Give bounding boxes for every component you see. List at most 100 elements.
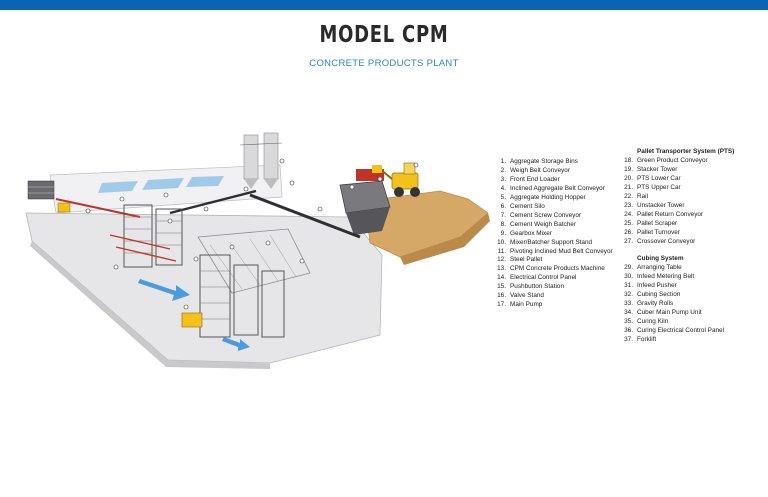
legend-item-number: 20. [620,175,633,184]
legend-item-number: 11. [493,248,506,257]
legend-item-number: 1. [493,158,506,167]
legend-item-label: Pallet Scraper [637,220,677,227]
legend-item-number: 26. [620,229,633,238]
legend-item: 9. Gearbox Mixer [493,230,613,239]
legend-item-number: 13. [493,265,506,274]
legend-item-label: Curing Electrical Control Panel [637,327,724,334]
legend-item: 12.Steel Pallet [493,256,613,265]
legend-item: 17. Main Pump [493,301,613,310]
legend-item: 37.Forklift [620,336,734,345]
legend-item-label: Green Product Conveyor [637,157,708,164]
legend-item: 33. Gravity Rolls [620,300,734,309]
legend-item: 26. Pallet Turnover [620,229,734,238]
legend-item: 36. Curing Electrical Control Panel [620,327,734,336]
legend-item-number: 4. [493,185,506,194]
legend-item-number: 33. [620,300,633,309]
legend-item-label: Pallet Return Conveyor [637,211,703,218]
legend-item-label: Pallet Turnover [637,229,680,236]
legend-item-number: 15. [493,283,506,292]
legend-item-number: 36. [620,327,633,336]
legend-item-label: Cement Silo [510,203,545,210]
legend-systems: Pallet Transporter System (PTS) 18. Green… [620,148,734,345]
legend-item: 15. Pushbutton Station [493,283,613,292]
legend-item-label: Arranging Table [637,264,682,271]
legend-item-number: 6. [493,203,506,212]
legend-item: 1. Aggregate Storage Bins [493,158,613,167]
legend-item: 10. Mixer/Batcher Support Stand [493,239,613,248]
legend-item-label: Electrical Control Panel [510,274,576,281]
pts-heading: Pallet Transporter System (PTS) [620,148,734,157]
legend-item-label: Main Pump [510,301,542,308]
legend-item-number: 8. [493,221,506,230]
legend-item-label: Valve Stand [510,292,544,299]
legend-item-number: 23. [620,202,633,211]
legend-item: 18. Green Product Conveyor [620,157,734,166]
legend-item-number: 37. [620,336,633,345]
legend-item: 11. Pivoting Inclined Mud Belt Conveyor [493,248,613,257]
forklift [58,203,70,212]
skylight [186,176,224,187]
legend-item: 22.Rail [620,193,734,202]
legend-item-number: 17. [493,301,506,310]
legend-item: 32. Cubing Section [620,291,734,300]
legend-item-number: 25. [620,220,633,229]
page-subtitle: CONCRETE PRODUCTS PLANT [0,58,768,69]
legend-item: 25. Pallet Scraper [620,220,734,229]
legend-item-number: 18. [620,157,633,166]
legend-item: 23. Unstacker Tower [620,202,734,211]
legend-item: 35.Curing Kiln [620,318,734,327]
legend-item-label: Gearbox Mixer [510,230,552,237]
legend-item-label: Unstacker Tower [637,202,684,209]
legend-item-number: 30. [620,273,633,282]
legend-item: 29. Arranging Table [620,264,734,273]
legend-item-number: 3. [493,176,506,185]
legend-item: 24. Pallet Return Conveyor [620,211,734,220]
legend-item-number: 10. [493,239,506,248]
cubing-heading: Cubing System [620,255,734,264]
legend-item-label: Cement Screw Conveyor [510,212,581,219]
legend-item: 30.Infeed Metering Belt [620,273,734,282]
legend-item: 13. CPM Concrete Products Machine [493,265,613,274]
arranging-table [182,313,202,327]
legend-item-number: 29. [620,264,633,273]
legend-item-label: Pushbutton Station [510,283,564,290]
legend-item: 6. Cement Silo [493,203,613,212]
legend-item-label: PTS Upper Car [637,184,681,191]
top-brand-bar [0,0,768,10]
legend-item: 19.Stacker Tower [620,166,734,175]
legend-item-label: PTS Lower Car [637,175,681,182]
legend-item: 16. Valve Stand [493,292,613,301]
legend-item-label: Front End Loader [510,176,560,183]
legend-item-number: 22. [620,193,633,202]
legend-item-number: 31. [620,282,633,291]
legend-item-number: 24. [620,211,633,220]
pallet-racks [28,181,54,199]
legend-item-label: Infeed Pusher [637,282,677,289]
legend-item-label: Aggregate Holding Hopper [510,194,586,201]
legend-item-label: CPM Concrete Products Machine [510,265,605,272]
legend-item-label: Aggregate Storage Bins [510,158,578,165]
legend-item: 4.Inclined Aggregate Belt Conveyor [493,185,613,194]
legend-item-number: 12. [493,256,506,265]
legend-item-number: 27. [620,238,633,247]
legend-item-label: Pivoting Inclined Mud Belt Conveyor [510,248,613,255]
legend-item-number: 21. [620,184,633,193]
legend-item-label: Gravity Rolls [637,300,673,307]
legend-item-label: Crossover Conveyor [637,238,695,245]
legend-item-number: 9. [493,230,506,239]
legend-item-number: 5. [493,194,506,203]
legend-item: 31. Infeed Pusher [620,282,734,291]
legend-item: 34.Cuber Main Pump Unit [620,309,734,318]
legend-item-label: Stacker Tower [637,166,677,173]
page-title: MODEL CPM [84,22,683,48]
legend-item: 21. PTS Upper Car [620,184,734,193]
legend-item: 8.Cement Weigh Batcher [493,221,613,230]
legend-item: 20. PTS Lower Car [620,175,734,184]
legend-item-label: Mixer/Batcher Support Stand [510,239,592,246]
legend-item-label: Cuber Main Pump Unit [637,309,702,316]
legend-item-number: 7. [493,212,506,221]
legend-item-number: 32. [620,291,633,300]
legend-item-number: 16. [493,292,506,301]
legend-item-label: Cubing Section [637,291,680,298]
